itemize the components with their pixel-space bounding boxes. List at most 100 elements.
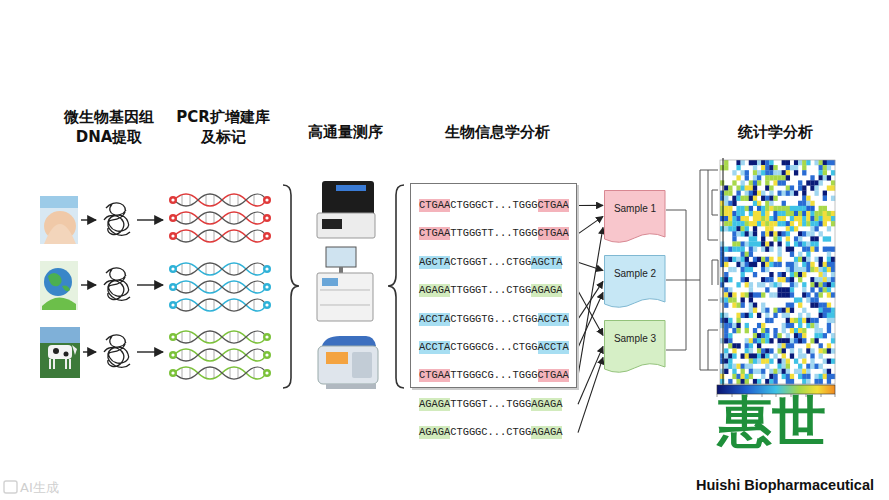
sample-photo bbox=[48, 273, 70, 291]
heatmap-cell bbox=[765, 318, 769, 323]
heatmap-cell bbox=[732, 226, 736, 231]
heatmap-cell bbox=[794, 369, 798, 374]
heatmap-cell bbox=[745, 282, 749, 287]
heatmap-cell bbox=[761, 277, 765, 282]
heatmap-cell bbox=[732, 364, 736, 369]
heatmap-cell bbox=[732, 297, 736, 302]
heatmap-cell bbox=[802, 318, 806, 323]
heatmap-cell bbox=[773, 170, 777, 175]
heatmap-cell bbox=[741, 257, 745, 262]
sample-photo bbox=[64, 352, 69, 357]
heatmap-cell bbox=[745, 221, 749, 226]
heatmap-cell bbox=[745, 185, 749, 190]
heatmap-cell bbox=[790, 206, 794, 211]
heatmap-cell bbox=[782, 292, 786, 297]
heatmap-cell bbox=[814, 247, 818, 252]
heatmap-cell bbox=[724, 359, 728, 364]
heatmap-cell bbox=[745, 379, 749, 384]
heatmap-cell bbox=[814, 364, 818, 369]
heatmap-cell bbox=[724, 348, 728, 353]
heatmap-cell bbox=[827, 262, 831, 267]
heatmap-cell bbox=[757, 211, 761, 216]
heatmap-cell bbox=[773, 353, 777, 358]
heatmap-cell bbox=[720, 165, 724, 170]
heatmap-cell bbox=[745, 292, 749, 297]
heatmap-cell bbox=[802, 196, 806, 201]
heatmap-cell bbox=[810, 318, 814, 323]
heatmap-cell bbox=[786, 241, 790, 246]
heatmap-cell bbox=[786, 221, 790, 226]
heatmap-cell bbox=[831, 196, 835, 201]
heatmap-cell bbox=[765, 257, 769, 262]
heatmap-cell bbox=[745, 257, 749, 262]
heatmap-cell bbox=[786, 247, 790, 252]
heatmap-cell bbox=[806, 313, 810, 318]
heatmap-cell bbox=[724, 191, 728, 196]
heatmap-cell bbox=[753, 338, 757, 343]
heatmap-cell bbox=[794, 262, 798, 267]
heatmap-cell bbox=[765, 211, 769, 216]
heatmap-cell bbox=[798, 313, 802, 318]
heatmap-cell bbox=[753, 175, 757, 180]
heatmap-cell bbox=[810, 201, 814, 206]
heatmap-cell bbox=[773, 374, 777, 379]
heatmap-cell bbox=[806, 292, 810, 297]
heatmap-cell bbox=[749, 374, 753, 379]
heatmap-cell bbox=[798, 252, 802, 257]
heatmap-cell bbox=[810, 262, 814, 267]
heatmap-cell bbox=[814, 328, 818, 333]
heatmap-cell bbox=[831, 272, 835, 277]
heatmap-cell bbox=[819, 364, 823, 369]
heatmap-cell bbox=[761, 231, 765, 236]
heatmap-cell bbox=[786, 191, 790, 196]
sample-shape bbox=[604, 190, 666, 245]
dna-helix bbox=[169, 349, 271, 361]
heatmap-cell bbox=[823, 348, 827, 353]
heatmap-cell bbox=[786, 287, 790, 292]
heatmap-cell bbox=[790, 277, 794, 282]
heatmap-cell bbox=[827, 282, 831, 287]
heatmap-cell bbox=[761, 257, 765, 262]
heatmap-cell bbox=[736, 191, 740, 196]
heatmap-cell bbox=[794, 170, 798, 175]
heatmap-cell bbox=[769, 191, 773, 196]
heatmap-cell bbox=[786, 175, 790, 180]
heatmap-cell bbox=[765, 308, 769, 313]
heatmap-cell bbox=[798, 318, 802, 323]
sequence-read: CTGAACTGGGCT...TGGGCTGAA bbox=[419, 199, 569, 212]
sample-photo bbox=[40, 196, 78, 244]
heatmap-cell bbox=[814, 257, 818, 262]
heatmap-cell bbox=[728, 287, 732, 292]
sample-photo bbox=[40, 327, 80, 378]
heatmap-cell bbox=[798, 369, 802, 374]
heatmap-cell bbox=[778, 338, 782, 343]
watermark-icon bbox=[4, 481, 17, 493]
heatmap-cell bbox=[806, 211, 810, 216]
sample-shape bbox=[605, 256, 666, 308]
heatmap-cell bbox=[794, 211, 798, 216]
sample-shape bbox=[605, 191, 666, 243]
heatmap-cell bbox=[827, 165, 831, 170]
heatmap-cell bbox=[790, 348, 794, 353]
heatmap-cell bbox=[724, 262, 728, 267]
flow-arrow bbox=[81, 219, 96, 220]
heatmap-cell bbox=[823, 247, 827, 252]
heatmap-cell bbox=[765, 328, 769, 333]
heatmap-cell bbox=[778, 170, 782, 175]
tree-line bbox=[708, 170, 718, 370]
heatmap-cell bbox=[736, 165, 740, 170]
sequence-read: AGAGACTGGGC...CTGGAGAGA bbox=[419, 426, 562, 439]
heatmap-cell bbox=[802, 201, 806, 206]
heatmap-cell bbox=[819, 206, 823, 211]
heatmap-cell bbox=[798, 374, 802, 379]
heatmap-cell bbox=[720, 277, 724, 282]
heatmap-cell bbox=[794, 333, 798, 338]
read-assignment-line bbox=[578, 227, 603, 375]
heatmap-cell bbox=[773, 292, 777, 297]
heatmap-cell bbox=[819, 277, 823, 282]
dna-helix bbox=[169, 367, 271, 379]
heatmap-cell bbox=[823, 211, 827, 216]
sample-photo bbox=[40, 261, 78, 310]
sequencer-icon bbox=[317, 247, 373, 321]
heatmap-cell bbox=[823, 333, 827, 338]
